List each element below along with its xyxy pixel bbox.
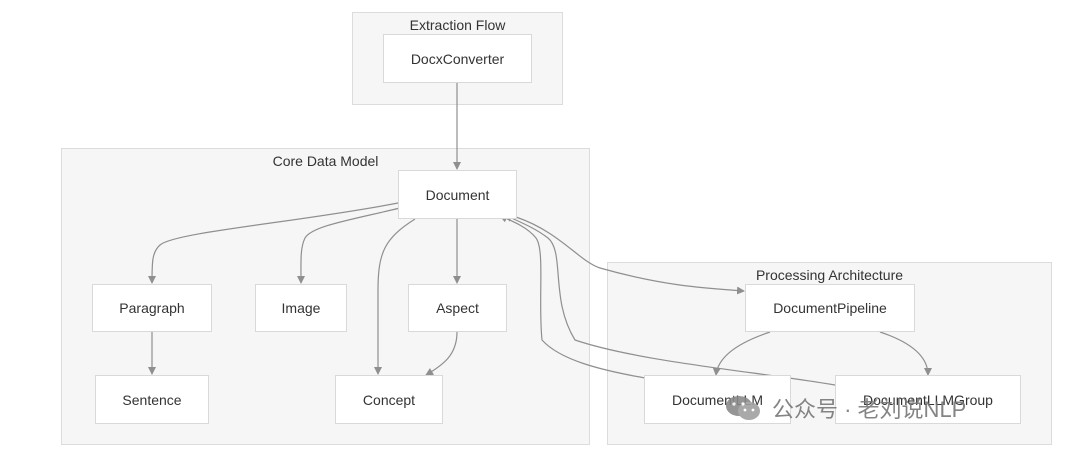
node-image[interactable]: Image [255,284,347,332]
node-document[interactable]: Document [398,170,517,219]
wechat-icon [726,396,760,420]
cluster-title: Extraction Flow [409,17,506,33]
watermark: 公众号 · 老刘说NLP [724,392,966,424]
node-docxconverter[interactable]: DocxConverter [383,34,532,83]
node-documentllmgroup[interactable]: DocumentLLMGroup [835,375,1021,424]
node-documentllm[interactable]: DocumentLLM [644,375,791,424]
node-aspect[interactable]: Aspect [408,284,507,332]
node-documentpipeline[interactable]: DocumentPipeline [745,284,915,332]
node-paragraph[interactable]: Paragraph [92,284,212,332]
cluster-title: Processing Architecture [755,267,904,283]
cluster-title: Core Data Model [272,153,379,169]
node-sentence[interactable]: Sentence [95,375,209,424]
watermark-text: 公众号 · 老刘说NLP [772,397,967,422]
node-concept[interactable]: Concept [335,375,443,424]
